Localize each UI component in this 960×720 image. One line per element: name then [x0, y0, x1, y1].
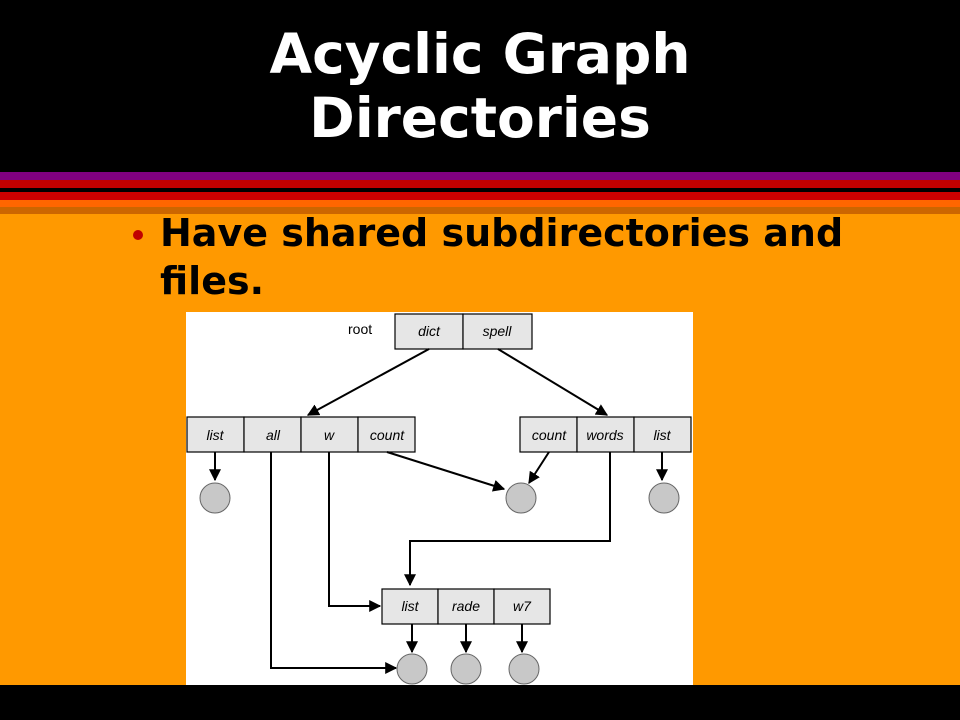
- svg-text:spell: spell: [483, 323, 513, 339]
- svg-text:list: list: [653, 427, 671, 443]
- spell-entry-list: list: [633, 416, 692, 453]
- footer-bar: [0, 685, 960, 720]
- svg-text:count: count: [532, 427, 567, 443]
- file-node-w7: [508, 653, 540, 685]
- spell-entry-words: words: [576, 416, 635, 453]
- title-line-1: Acyclic Graph: [269, 22, 691, 86]
- bullet-text: Have shared subdirectories and files.: [160, 211, 844, 303]
- stripe-purple: [0, 172, 960, 180]
- stripe-red-dark: [0, 180, 960, 188]
- svg-text:w: w: [324, 427, 335, 443]
- edge-dict-all: [270, 452, 398, 674]
- diagram-svg: root dict spell list all w count: [186, 313, 692, 685]
- slide-title: Acyclic Graph Directories: [0, 22, 960, 150]
- spell-entry-count: count: [519, 416, 578, 453]
- svg-text:dict: dict: [418, 323, 441, 339]
- svg-text:list: list: [206, 427, 224, 443]
- dict-entry-list: list: [186, 416, 245, 453]
- directory-diagram: root dict spell list all w count: [186, 312, 693, 685]
- root-label: root: [348, 321, 372, 337]
- dict-entry-all: all: [243, 416, 302, 453]
- file-node-spell-list: [648, 482, 680, 514]
- edge-spell: [497, 348, 609, 416]
- shared-entry-list: list: [381, 588, 439, 625]
- file-node-count: [505, 482, 537, 514]
- edge-spell-words: [404, 452, 611, 587]
- edge-dict-w: [328, 452, 382, 612]
- title-bar: Acyclic Graph Directories: [0, 0, 960, 172]
- edge-spell-count: [528, 451, 550, 485]
- shared-entry-rade: rade: [437, 588, 495, 625]
- dict-entry-count: count: [357, 416, 416, 453]
- stripe-brown: [0, 207, 960, 214]
- dict-entry-w: w: [300, 416, 359, 453]
- root-entry-dict: dict: [394, 313, 464, 350]
- stripe-orange: [0, 200, 960, 207]
- file-node-dict-list: [199, 482, 231, 514]
- file-node-list: [396, 653, 428, 685]
- svg-text:list: list: [401, 598, 419, 614]
- stripe-black: [0, 188, 960, 192]
- edge-dict-count: [386, 451, 506, 492]
- svg-text:w7: w7: [513, 598, 532, 614]
- svg-text:all: all: [266, 427, 281, 443]
- bullet-dot: [133, 230, 143, 240]
- edge-dict: [306, 348, 430, 416]
- file-node-rade: [450, 653, 482, 685]
- svg-text:count: count: [370, 427, 405, 443]
- svg-text:rade: rade: [452, 598, 480, 614]
- svg-text:words: words: [586, 427, 623, 443]
- title-line-2: Directories: [309, 86, 651, 150]
- stripe-red: [0, 192, 960, 200]
- shared-entry-w7: w7: [493, 588, 551, 625]
- root-entry-spell: spell: [462, 313, 533, 350]
